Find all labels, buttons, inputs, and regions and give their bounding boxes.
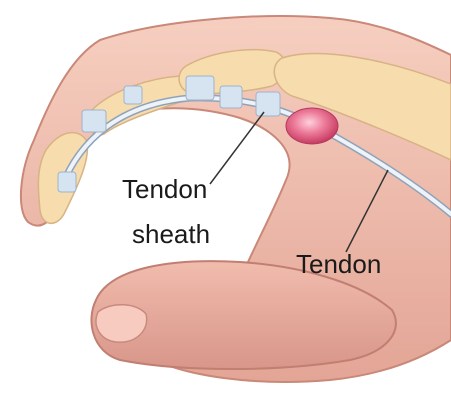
pulley-2 bbox=[82, 110, 106, 132]
tendon-label: Tendon bbox=[296, 249, 381, 280]
tendon-sheath-label-line1: Tendon bbox=[122, 174, 207, 205]
tendon-nodule bbox=[286, 108, 338, 144]
tendon-sheath-label-line2: sheath bbox=[132, 219, 210, 250]
pulley-4 bbox=[186, 76, 214, 100]
pulley-6 bbox=[256, 92, 280, 116]
thumb-nail bbox=[96, 305, 147, 342]
pulley-3 bbox=[124, 86, 142, 104]
pulley-5 bbox=[220, 86, 242, 108]
pulley-1 bbox=[58, 172, 76, 192]
